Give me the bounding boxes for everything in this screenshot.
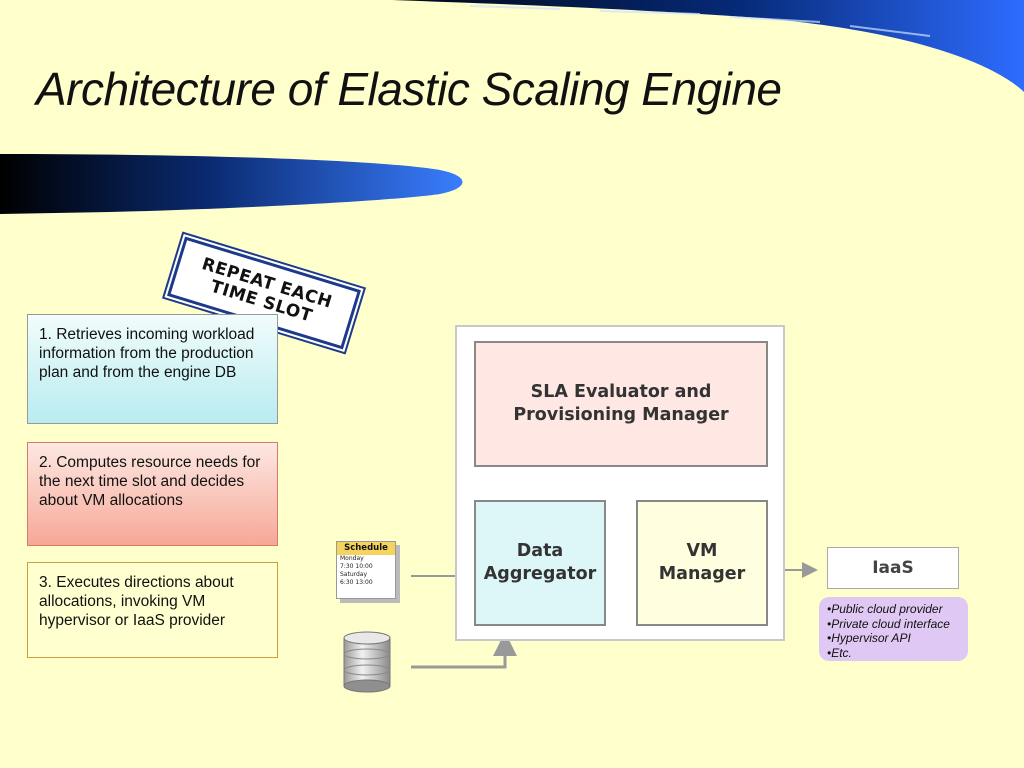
top-swoosh-stripes (469, 5, 931, 37)
sla-evaluator-box: SLA Evaluator and Provisioning Manager (474, 341, 768, 467)
sla-label-line-2: Provisioning Manager (513, 405, 729, 425)
sla-label-line-1: SLA Evaluator and (530, 382, 712, 402)
vm-label-line-1: VM (686, 541, 718, 561)
top-swoosh (392, 0, 1024, 92)
schedule-icon: Schedule Monday 7:30 10:00 Saturday 6:30… (336, 541, 396, 599)
step-1-box: 1. Retrieves incoming workload informati… (27, 314, 278, 424)
schedule-line: Saturday (340, 571, 368, 578)
step-2-box: 2. Computes resource needs for the next … (27, 442, 278, 546)
aggregator-label-line-1: Data (516, 541, 564, 561)
left-swoosh (0, 154, 463, 214)
provider-list: •Public cloud provider •Private cloud in… (819, 597, 968, 661)
schedule-line: Monday (340, 555, 364, 562)
slide-title: Architecture of Elastic Scaling Engine (36, 63, 782, 115)
provider-item: •Hypervisor API (827, 631, 911, 645)
database-icon (343, 631, 391, 693)
data-aggregator-box: Data Aggregator (474, 500, 606, 626)
aggregator-label-line-2: Aggregator (483, 564, 597, 584)
schedule-line: 7:30 10:00 (340, 563, 373, 570)
vm-manager-box: VM Manager (636, 500, 768, 626)
schedule-header: Schedule (337, 542, 395, 555)
step-3-box: 3. Executes directions about allocations… (27, 562, 278, 658)
provider-item: •Etc. (827, 645, 852, 660)
vm-label-line-2: Manager (658, 564, 746, 584)
iaas-box: IaaS (827, 547, 959, 589)
schedule-line: 6:30 13:00 (340, 579, 373, 586)
provider-item: •Private cloud interface (827, 616, 950, 631)
provider-item: •Public cloud provider (827, 602, 943, 616)
